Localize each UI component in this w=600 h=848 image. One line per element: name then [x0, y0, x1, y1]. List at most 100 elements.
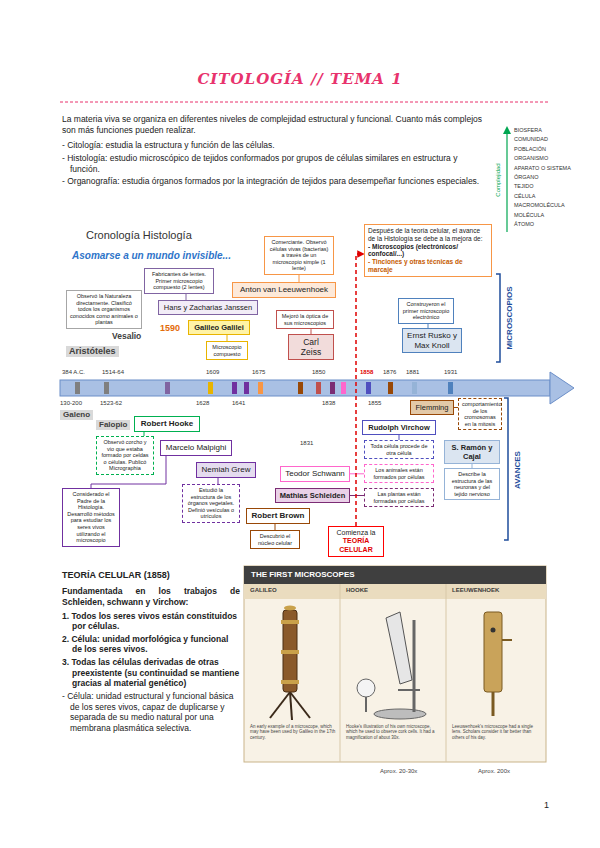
level-item: POBLACIÓN	[514, 145, 594, 154]
section-heading: Cronología Histología	[86, 229, 192, 243]
box-text: S. Ramón y Cajal	[448, 443, 496, 461]
year-label: 1523-62	[100, 400, 122, 408]
body-tube	[386, 612, 412, 684]
level-item: APARATO O SISTEMA	[514, 164, 594, 173]
text-box: Estudió la estructura de los órganos veg…	[182, 484, 240, 523]
connector	[350, 495, 364, 496]
connector	[350, 473, 364, 474]
timeline-marker	[232, 382, 237, 394]
level-item: ÓRGANO	[514, 173, 594, 182]
level-item: COMUNIDAD	[514, 135, 594, 144]
eyepiece	[284, 606, 296, 611]
text-box: Las plantas están formadas por células	[364, 488, 434, 507]
timeline-marker	[316, 382, 321, 394]
box-text: Observó la Naturaleza directamente. Clas…	[70, 293, 138, 326]
timeline-marker	[330, 382, 335, 394]
magnification-note: Aprox. 200x	[478, 768, 510, 776]
year-label: 1858	[360, 369, 373, 377]
person-name: Falopio	[96, 420, 130, 430]
complexity-arrow	[506, 132, 507, 232]
list-item: 2. Célula: unidad morfológica y funciona…	[62, 634, 240, 655]
box-text: Mathias Schleiden	[279, 491, 346, 500]
timeline-band	[60, 380, 550, 396]
brass-plate	[484, 612, 502, 692]
year-label: 1850	[312, 369, 325, 377]
box-text: THE FIRST MICROSCOPES	[251, 570, 539, 580]
picture-header-row	[244, 584, 546, 599]
timeline-marker	[298, 382, 303, 394]
box-text: Carl Zeiss	[292, 337, 330, 357]
box-text: Microscopio compuesto	[210, 344, 244, 357]
box-text: Rudolph Virchow	[366, 423, 432, 432]
lens	[491, 628, 496, 633]
lamp-stand	[365, 697, 367, 712]
timeline-marker	[341, 382, 346, 394]
text-box: S. Ramón y Cajal	[444, 440, 500, 464]
text-column: TEORÍA CELULAR (1858)Fundamentada en los…	[62, 570, 240, 733]
tube-band	[281, 620, 299, 624]
year-label: 1514-64	[102, 369, 124, 377]
level-item: ORGANISMO	[514, 154, 594, 163]
specimen-pin	[502, 639, 512, 641]
tube-band	[281, 650, 299, 654]
timeline-marker	[412, 382, 417, 394]
box-text: Marcelo Malpighi	[164, 443, 228, 453]
year-label: 1831	[300, 440, 313, 448]
axis-label: Complejidad	[495, 163, 503, 196]
text-box: Robert Brown	[246, 508, 310, 524]
box-text: Después de la teoría celular, el avance …	[368, 227, 488, 243]
text-box: Los animales están formados por células	[364, 464, 434, 483]
box-text: Robert Brown	[250, 511, 306, 521]
box-text: Galileo Galilei	[192, 323, 246, 332]
tube-band	[281, 680, 299, 684]
year-label: 1590	[160, 323, 180, 334]
text-box: Describe la estructura de las neuronas y…	[444, 468, 500, 500]
year-label: 1881	[406, 369, 419, 377]
year-label: 1641	[232, 400, 245, 408]
text-box: Marcelo Malpighi	[160, 440, 232, 456]
level-item: CÉLULA	[514, 192, 594, 201]
page-number: 1	[544, 800, 549, 811]
timeline-marker	[366, 382, 371, 394]
side-heading: MICROSCOPIOS	[505, 286, 515, 349]
dashed-rule	[60, 102, 548, 103]
screw	[492, 692, 495, 716]
bullet-text: - Organografía: estudia órganos formados…	[62, 176, 486, 187]
box-text: TEORÍA CELULAR	[332, 537, 380, 554]
column-divider	[446, 584, 447, 762]
hooke-microscope	[357, 612, 426, 719]
text-column: La materia viva se organiza en diferente…	[62, 114, 486, 187]
text-box: Flemming	[410, 400, 454, 415]
subtitle: Asomarse a un mundo invisible...	[72, 250, 231, 263]
text-box: Después de la teoría celular, el avance …	[364, 224, 492, 277]
box-text: Las plantas están formadas por células	[368, 491, 430, 504]
tripod-leg	[290, 692, 292, 720]
box-text: Toda célula procede de otra célula	[368, 443, 430, 456]
box-text: Estudió la estructura de los órganos veg…	[186, 487, 236, 520]
level-item: MACROMOLÉCULA	[514, 201, 594, 210]
text-box: Mathias Schleiden	[275, 488, 350, 503]
connector	[356, 254, 364, 526]
box-text: Considerado el Padre de la Histología. D…	[66, 491, 116, 544]
box-text: Comerciante. Observó células vivas (bact…	[268, 239, 330, 272]
box-text: Observó corcho y vio que estaba formado …	[100, 439, 150, 472]
text-box: Toda célula procede de otra célula	[364, 440, 434, 459]
box-text: Ernst Rusko y Max Knoll	[406, 331, 458, 350]
text-box: Hans y Zacharias Janssen	[158, 300, 258, 315]
column-heading: GALILEO	[250, 587, 277, 595]
bracket	[504, 398, 508, 540]
picture-frame	[244, 566, 546, 762]
text-box: Fabricantes de lentes. Primer microscopi…	[144, 268, 214, 294]
stage	[398, 689, 420, 691]
text-box: Rudolph Virchow	[362, 420, 436, 435]
year-label: 1628	[196, 400, 209, 408]
person-name: Aristóteles	[66, 346, 119, 357]
box-text: comportamiento de los cromosomas en la m…	[462, 401, 498, 427]
list-item: 1. Todos los seres vivos están constitui…	[62, 611, 240, 632]
timeline-marker	[388, 382, 393, 394]
list-item: - Célula: unidad estructural y funcional…	[62, 691, 240, 734]
box-text: - Tinciones y otras técnicas de marcaje	[368, 258, 488, 274]
level-item: MOLÉCULA	[514, 211, 594, 220]
level-item: TEJIDO	[514, 182, 594, 191]
